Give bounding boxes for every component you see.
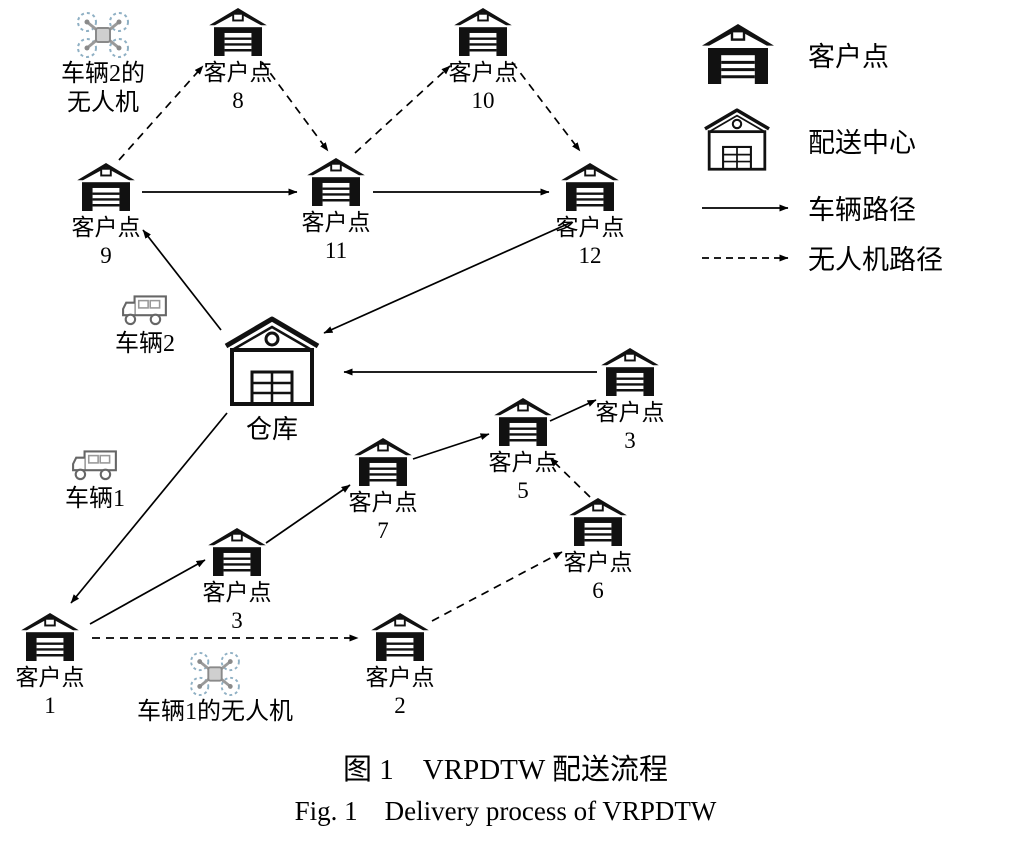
distribution-center-icon: [702, 108, 772, 172]
customer-node-9: 客户点 9: [51, 163, 161, 270]
vehicle-label: 车辆1: [65, 485, 125, 514]
customer-building-icon: [702, 24, 774, 84]
node-number: 6: [592, 578, 604, 604]
node-label: 客户点 2: [366, 664, 435, 720]
node-name: 客户点: [202, 580, 272, 605]
customer-building-icon: [307, 158, 365, 206]
customer-node-3-right: 客户点 3: [575, 348, 685, 455]
node-number: 9: [100, 243, 112, 269]
node-label: 客户点 11: [302, 209, 371, 265]
drone-name-line2: 无人机: [67, 89, 139, 116]
node-label: 客户点 5: [489, 449, 558, 505]
customer-building-icon: [354, 438, 412, 486]
legend-label-vehicle-path: 车辆路径: [808, 195, 916, 225]
node-number: 8: [232, 88, 244, 114]
customer-node-11: 客户点 11: [281, 158, 391, 265]
customer-node-6: 客户点 6: [543, 498, 653, 605]
customer-node-5: 客户点 5: [468, 398, 578, 505]
dashed-arrow-icon: [702, 254, 789, 261]
legend-item-drone-path: 无人机路径: [700, 238, 943, 277]
node-number: 5: [517, 478, 529, 504]
node-label: 仓库: [246, 414, 298, 446]
customer-building-icon: [494, 398, 552, 446]
truck-icon: [121, 292, 169, 328]
figure-caption-en: Fig. 1 Delivery process of VRPDTW: [0, 789, 1011, 828]
customer-node-10: 客户点 10: [428, 8, 538, 115]
drone-icon: [75, 12, 131, 58]
node-label: 客户点 1: [16, 664, 85, 720]
customer-node-2: 客户点 2: [345, 613, 455, 720]
customer-node-1: 客户点 1: [0, 613, 105, 720]
solid-arrow-icon: [702, 204, 789, 211]
legend-label-distribution-center: 配送中心: [808, 127, 916, 158]
node-label: 客户点 3: [596, 399, 665, 455]
node-name: 客户点: [203, 60, 273, 85]
drone-1: 车辆1的无人机: [105, 652, 325, 727]
drone-2: 车辆2的无人机: [33, 12, 173, 118]
customer-building-icon: [209, 8, 267, 56]
customer-building-icon: [601, 348, 659, 396]
vehicle-label: 车辆1的无人机: [137, 698, 293, 727]
node-number: 12: [578, 243, 602, 269]
node-label: 客户点 12: [556, 214, 625, 270]
node-number: 11: [324, 238, 348, 264]
customer-building-icon: [77, 163, 135, 211]
caption-en-text: Fig. 1 Delivery process of VRPDTW: [294, 796, 717, 826]
node-name: 客户点: [595, 400, 665, 425]
customer-building-icon: [21, 613, 79, 661]
caption-zh-text: 图 1 VRPDTW 配送流程: [343, 754, 668, 786]
node-name: 客户点: [563, 550, 633, 575]
legend-item-distribution-center: 配送中心: [702, 108, 916, 172]
legend-item-vehicle-path: 车辆路径: [700, 188, 916, 227]
node-name: 客户点: [301, 210, 371, 235]
node-label: 客户点 9: [72, 214, 141, 270]
vehicle-label: 车辆2: [115, 330, 175, 359]
node-name: 仓库: [245, 415, 298, 444]
customer-building-icon: [454, 8, 512, 56]
vehicle-name: 车辆2: [115, 331, 175, 357]
node-number: 1: [44, 693, 56, 719]
node-number: 3: [231, 608, 243, 634]
vehicle-1: 车辆1: [50, 447, 140, 514]
customer-node-7: 客户点 7: [328, 438, 438, 545]
customer-building-icon: [569, 498, 627, 546]
node-name: 客户点: [365, 665, 435, 690]
legend-label-drone-path: 无人机路径: [808, 245, 943, 275]
node-name: 客户点: [488, 450, 558, 475]
figure-caption-zh: 图 1 VRPDTW 配送流程: [0, 746, 1011, 788]
customer-node-12: 客户点 12: [535, 163, 645, 270]
node-label: 客户点 10: [449, 59, 518, 115]
customer-building-icon: [371, 613, 429, 661]
node-name: 客户点: [555, 215, 625, 240]
legend-label-customer: 客户点: [808, 41, 889, 72]
node-name: 客户点: [15, 665, 85, 690]
node-label: 客户点 7: [349, 489, 418, 545]
node-label: 客户点 3: [203, 579, 272, 635]
drone-name-line1: 车辆2的: [61, 61, 145, 87]
node-label: 客户点 8: [204, 59, 273, 115]
node-number: 2: [394, 693, 406, 719]
distribution-center-icon: [222, 316, 322, 408]
warehouse-node: 仓库: [207, 316, 337, 446]
drone-icon: [188, 652, 242, 696]
drone-name: 车辆1的无人机: [137, 699, 293, 725]
customer-building-icon: [561, 163, 619, 211]
node-number: 7: [377, 518, 389, 544]
node-name: 客户点: [348, 490, 418, 515]
customer-node-8: 客户点 8: [183, 8, 293, 115]
vehicle-label: 车辆2的无人机: [61, 60, 145, 118]
truck-icon: [71, 447, 119, 483]
node-name: 客户点: [71, 215, 141, 240]
node-label: 客户点 6: [564, 549, 633, 605]
vehicle-2: 车辆2: [100, 292, 190, 359]
vehicle-name: 车辆1: [65, 486, 125, 512]
customer-node-3-lower: 客户点 3: [182, 528, 292, 635]
node-number: 10: [471, 88, 495, 114]
legend-item-customer: 客户点: [702, 24, 889, 84]
customer-building-icon: [208, 528, 266, 576]
node-name: 客户点: [448, 60, 518, 85]
node-number: 3: [624, 428, 636, 454]
